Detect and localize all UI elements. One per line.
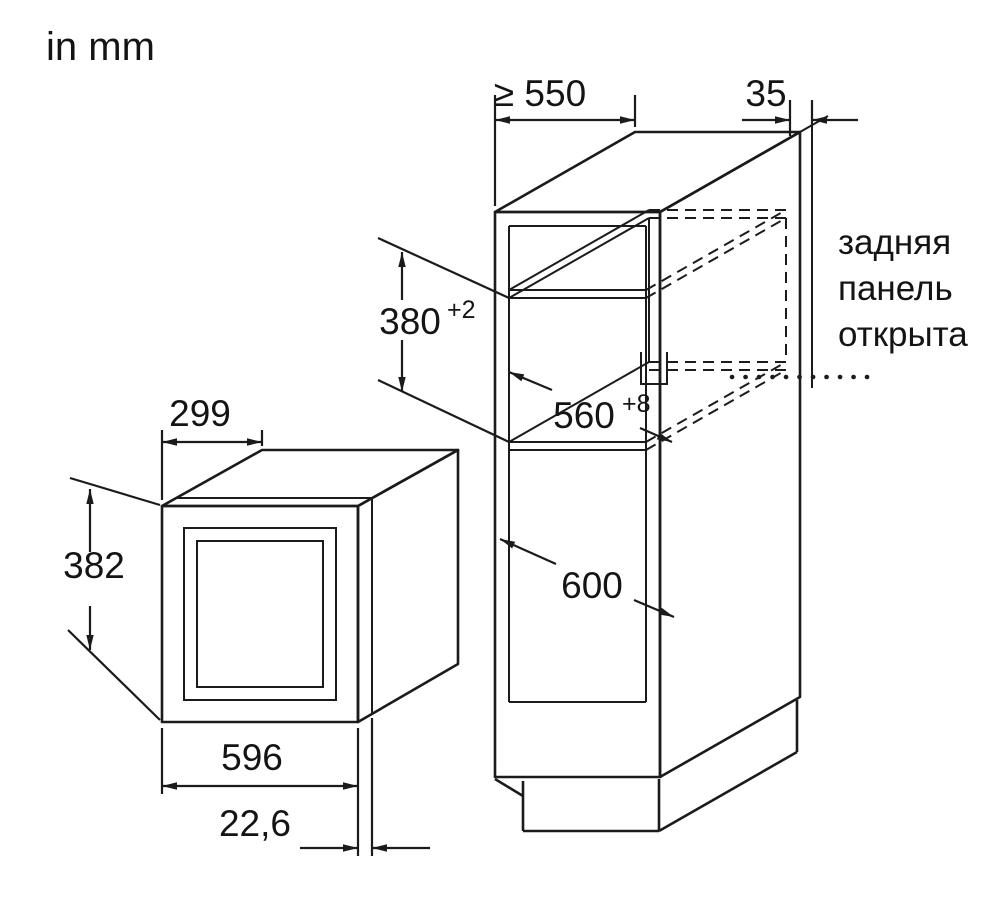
note-line-1: задняя bbox=[838, 223, 951, 262]
dimension-back-gap: 35 bbox=[742, 73, 858, 136]
dim-label-382: 382 bbox=[63, 545, 125, 586]
dimension-cabinet-depth: ≥ 550 bbox=[494, 73, 637, 206]
dimension-niche-height: 380 +2 bbox=[377, 236, 510, 443]
dimension-appliance-height: 382 bbox=[63, 476, 161, 721]
dimension-niche-width: 560 +8 bbox=[508, 370, 673, 444]
dim-label-380-tolerance: +2 bbox=[447, 296, 476, 324]
dimension-door-protrusion: 22,6 bbox=[219, 718, 430, 856]
note-line-3: открыта bbox=[838, 315, 968, 354]
dim-label-560-tolerance: +8 bbox=[622, 390, 651, 418]
back-panel-note: задняя панель открыта bbox=[729, 223, 968, 380]
niche-floor-slant bbox=[508, 361, 650, 443]
cabinet-front-face bbox=[493, 210, 662, 779]
dim-label-299: 299 bbox=[169, 393, 231, 434]
cable-outlet bbox=[640, 352, 668, 385]
door-glass bbox=[196, 540, 324, 688]
wall-top-edge bbox=[799, 115, 829, 133]
unit-label: in mm bbox=[46, 25, 155, 69]
cabinet-drawing bbox=[493, 115, 829, 779]
door-frame bbox=[183, 527, 337, 701]
dimension-appliance-width: 596 bbox=[160, 728, 360, 856]
note-line-2: панель bbox=[838, 269, 953, 308]
niche-ceiling-slant bbox=[508, 217, 650, 299]
cabinet-side-face bbox=[658, 130, 802, 779]
cabinet-hidden-edges bbox=[645, 209, 787, 451]
upper-shelf-left-slant bbox=[508, 209, 650, 291]
dim-label-560: 560 bbox=[553, 395, 615, 436]
cabinet-top-face bbox=[493, 130, 802, 214]
dim-label-600: 600 bbox=[561, 565, 623, 606]
dim-label-22-6: 22,6 bbox=[219, 803, 291, 844]
microwave-drawing bbox=[160, 448, 460, 724]
dimension-appliance-depth: 299 bbox=[160, 393, 264, 500]
dim-label-380: 380 bbox=[379, 301, 441, 342]
dim-label-550: ≥ 550 bbox=[494, 73, 586, 114]
dim-label-596: 596 bbox=[221, 737, 283, 778]
dim-label-35: 35 bbox=[745, 73, 786, 114]
dimension-cabinet-width: 600 bbox=[499, 537, 675, 619]
microwave-front-face bbox=[160, 504, 360, 724]
cabinet-plinth bbox=[494, 700, 799, 833]
